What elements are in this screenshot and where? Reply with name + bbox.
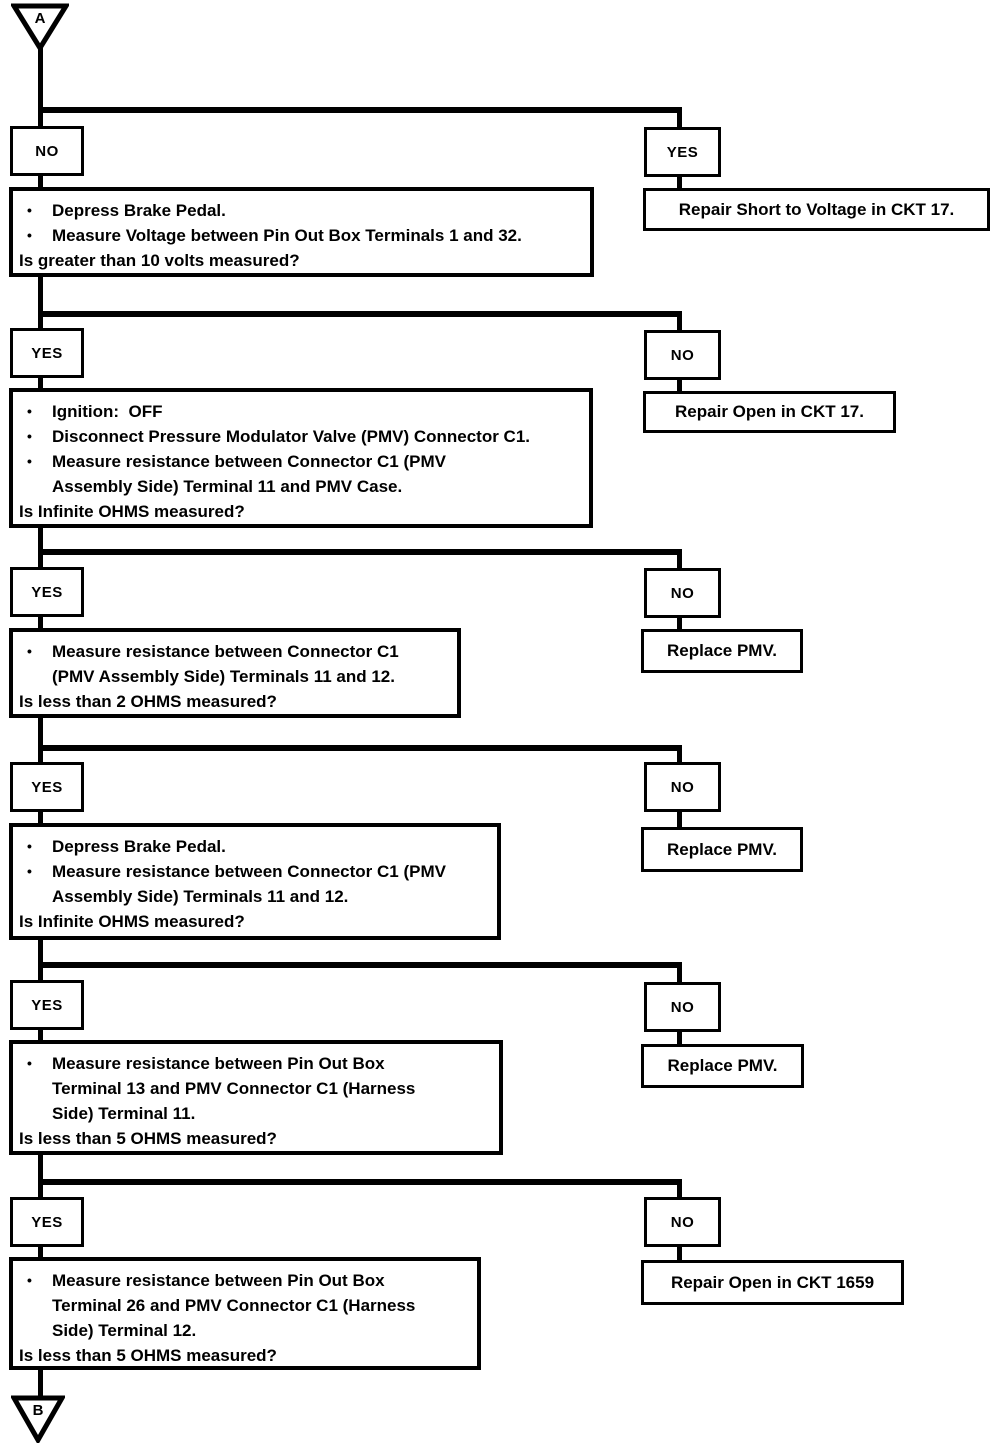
connector-a: A (11, 3, 69, 51)
stage1-branch-label-no-text: NO (35, 142, 59, 160)
bullet-icon: • (27, 863, 32, 879)
stage2-branch-label-yes: YES (10, 328, 84, 378)
stage6-decision-box: • Measure resistance between Pin Out Box… (9, 1257, 481, 1370)
stage3-decision-box: • Measure resistance between Connector C… (9, 628, 461, 718)
stage3-branch-label-no-text: NO (670, 584, 695, 602)
stage1-branch-label-yes-text: YES (666, 143, 699, 161)
stage2-branch-label-no: NO (644, 330, 721, 380)
stage2-step-2-text: Disconnect Pressure Modulator Valve (PMV… (52, 427, 531, 446)
stage2-branch-label-yes-text: YES (31, 344, 63, 362)
triangle-down-icon (11, 1395, 65, 1443)
stage6-step-1-text: Measure resistance between Pin Out Box T… (52, 1271, 416, 1340)
stage5-question: Is less than 5 OHMS measured? (19, 1129, 277, 1148)
stage5-action-box: Replace PMV. (641, 1044, 804, 1088)
stage3-action-text: Replace PMV. (667, 641, 777, 660)
stage4-action-box: Replace PMV. (641, 827, 803, 872)
stage4-branch-label-yes-text: YES (31, 778, 63, 796)
stage5-decision-box: • Measure resistance between Pin Out Box… (9, 1040, 503, 1155)
stage3-question: Is less than 2 OHMS measured? (19, 692, 277, 711)
stage1-branch-label-no: NO (10, 126, 84, 176)
stage3-branch-label-yes-text: YES (31, 583, 63, 601)
stage2-action-text: Repair Open in CKT 17. (675, 402, 864, 421)
stage2-question: Is Infinite OHMS measured? (19, 502, 245, 521)
connector-b-label: B (32, 1402, 44, 1419)
stage2-step-2: • Disconnect Pressure Modulator Valve (P… (27, 424, 581, 449)
triangle-down-icon (11, 3, 69, 51)
stage5-branch-label-yes-text: YES (31, 996, 63, 1014)
stage5-branch-label-no-text: NO (670, 998, 695, 1016)
bullet-icon: • (27, 1055, 32, 1071)
stage4-branch-label-no-text: NO (670, 778, 695, 796)
stage2-step-1: • Ignition: OFF (27, 399, 581, 424)
stage2-step-1-text: Ignition: OFF (52, 402, 163, 421)
stage4-branch-label-no: NO (644, 762, 721, 812)
stage4-step-1: • Depress Brake Pedal. (27, 834, 489, 859)
stage6-branch-label-no: NO (644, 1197, 721, 1247)
bullet-icon: • (27, 1272, 32, 1288)
flow-line-left-trunk (38, 46, 43, 1398)
stage2-step-3-text: Measure resistance between Connector C1 … (52, 452, 446, 496)
stage1-step-2-text: Measure Voltage between Pin Out Box Term… (52, 226, 522, 245)
stage5-action-text: Replace PMV. (667, 1056, 778, 1075)
stage3-step-1: • Measure resistance between Connector C… (27, 639, 449, 689)
stage6-action-box: Repair Open in CKT 1659 (641, 1260, 904, 1305)
flow-line-branch-5 (38, 962, 682, 968)
bullet-icon: • (27, 643, 32, 659)
bullet-icon: • (27, 428, 32, 444)
stage1-decision-box: • Depress Brake Pedal. • Measure Voltage… (9, 187, 594, 277)
stage4-question: Is Infinite OHMS measured? (19, 912, 245, 931)
stage5-branch-label-yes: YES (10, 980, 84, 1030)
stage2-step-3: • Measure resistance between Connector C… (27, 449, 581, 499)
stage3-action-box: Replace PMV. (641, 629, 803, 673)
stage4-step-2: • Measure resistance between Connector C… (27, 859, 489, 909)
bullet-icon: • (27, 838, 32, 854)
flow-line-branch-1 (38, 107, 682, 113)
flow-line-branch-2 (38, 311, 682, 317)
stage6-step-1: • Measure resistance between Pin Out Box… (27, 1268, 469, 1343)
bullet-icon: • (27, 227, 32, 243)
connector-b: B (11, 1395, 65, 1443)
stage1-action-text: Repair Short to Voltage in CKT 17. (678, 199, 955, 219)
stage6-branch-label-no-text: NO (670, 1213, 695, 1231)
stage3-branch-label-no: NO (644, 568, 721, 618)
stage1-action-box: Repair Short to Voltage in CKT 17. (643, 188, 990, 231)
stage2-branch-label-no-text: NO (670, 346, 695, 364)
bullet-icon: • (27, 453, 32, 469)
stage1-step-1-text: Depress Brake Pedal. (52, 201, 226, 220)
flow-line-branch-3 (38, 549, 682, 555)
stage3-branch-label-yes: YES (10, 567, 84, 617)
bullet-icon: • (27, 202, 32, 218)
flow-line-branch-6 (38, 1179, 682, 1185)
stage5-step-1: • Measure resistance between Pin Out Box… (27, 1051, 491, 1126)
stage1-question: Is greater than 10 volts measured? (19, 251, 300, 270)
connector-a-label: A (34, 10, 46, 27)
stage6-branch-label-yes-text: YES (31, 1213, 63, 1231)
flow-line-branch-4 (38, 745, 682, 751)
stage6-action-text: Repair Open in CKT 1659 (670, 1272, 875, 1292)
stage1-step-1: • Depress Brake Pedal. (27, 198, 582, 223)
stage2-action-box: Repair Open in CKT 17. (643, 391, 896, 433)
stage4-step-2-text: Measure resistance between Connector C1 … (52, 862, 446, 906)
stage4-branch-label-yes: YES (10, 762, 84, 812)
stage4-action-text: Replace PMV. (667, 839, 777, 859)
stage6-branch-label-yes: YES (10, 1197, 84, 1247)
bullet-icon: • (27, 403, 32, 419)
stage4-decision-box: • Depress Brake Pedal. • Measure resista… (9, 823, 501, 940)
stage5-branch-label-no: NO (644, 982, 721, 1032)
stage1-step-2: • Measure Voltage between Pin Out Box Te… (27, 223, 582, 248)
stage4-step-1-text: Depress Brake Pedal. (52, 837, 226, 856)
stage6-question: Is less than 5 OHMS measured? (19, 1346, 277, 1365)
stage3-step-1-text: Measure resistance between Connector C1 … (52, 642, 399, 686)
stage1-branch-label-yes: YES (644, 127, 721, 177)
stage2-decision-box: • Ignition: OFF • Disconnect Pressure Mo… (9, 388, 593, 528)
stage5-step-1-text: Measure resistance between Pin Out Box T… (52, 1054, 416, 1123)
